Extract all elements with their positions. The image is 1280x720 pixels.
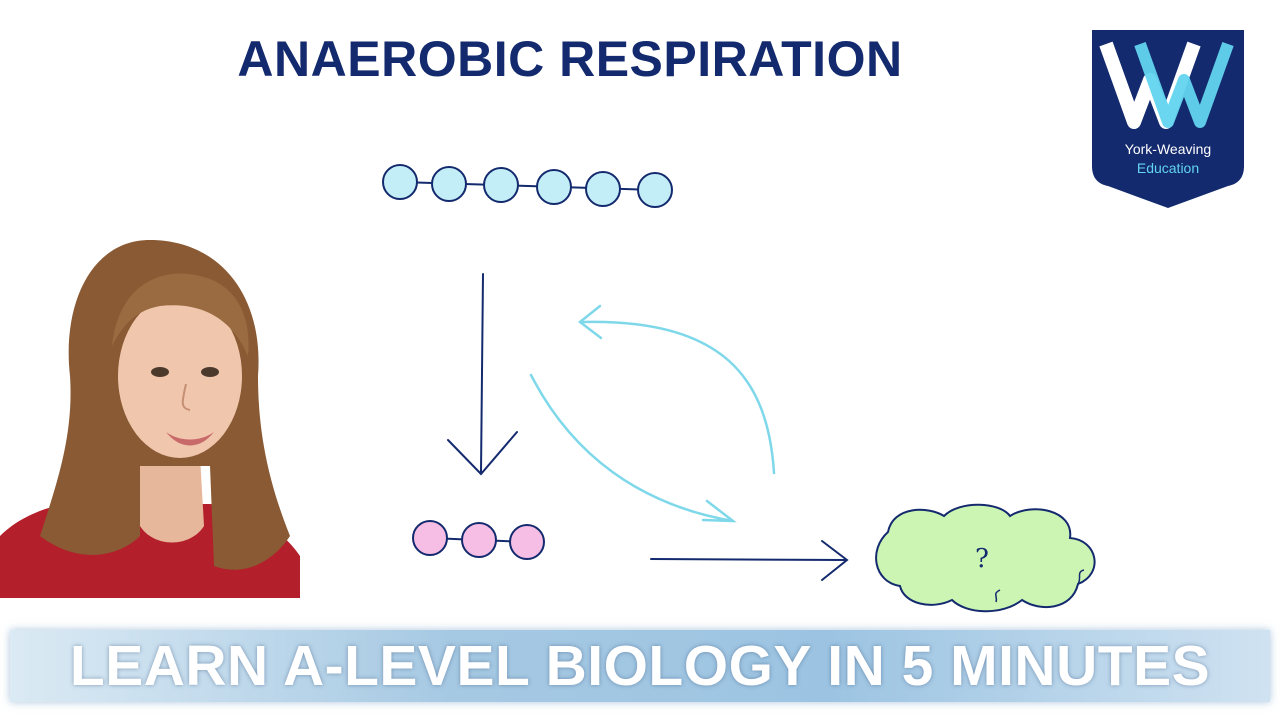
banner: LEARN A-LEVEL BIOLOGY IN 5 MINUTES <box>10 630 1270 702</box>
glycolysis-arrow <box>447 273 518 476</box>
glucose-carbon <box>585 171 621 207</box>
glucose-carbon <box>637 172 673 208</box>
logo-name: York-Weaving <box>1124 141 1212 157</box>
banner-text: LEARN A-LEVEL BIOLOGY IN 5 MINUTES <box>69 634 1211 698</box>
cycle-arrow-up <box>579 320 776 475</box>
pyruvate-carbon <box>461 522 497 558</box>
york-weaving-logo <box>1092 30 1244 208</box>
cycle-arrow-down-head <box>701 499 737 523</box>
pyruvate-carbon <box>509 524 545 560</box>
page-title: ANAEROBIC RESPIRATION <box>237 31 903 87</box>
logo-subtitle: Education <box>1136 160 1200 176</box>
glucose-carbon <box>382 164 418 200</box>
glucose-molecule <box>382 164 673 208</box>
glucose-carbon <box>536 169 572 205</box>
glucose-carbon <box>483 167 519 203</box>
product-cloud: ? <box>875 503 1096 613</box>
cycle-arrow-down <box>529 373 735 523</box>
pyruvate-molecule <box>412 520 545 560</box>
logo-w-icon <box>1099 41 1234 129</box>
cycle-arrows <box>529 304 776 523</box>
pyruvate-carbon <box>412 520 448 556</box>
glucose-carbon <box>431 166 467 202</box>
cloud-label: ? <box>975 544 989 574</box>
cycle-arrow-up-head <box>577 304 603 340</box>
presenter-photo <box>0 240 300 598</box>
reaction-arrow <box>650 540 849 581</box>
